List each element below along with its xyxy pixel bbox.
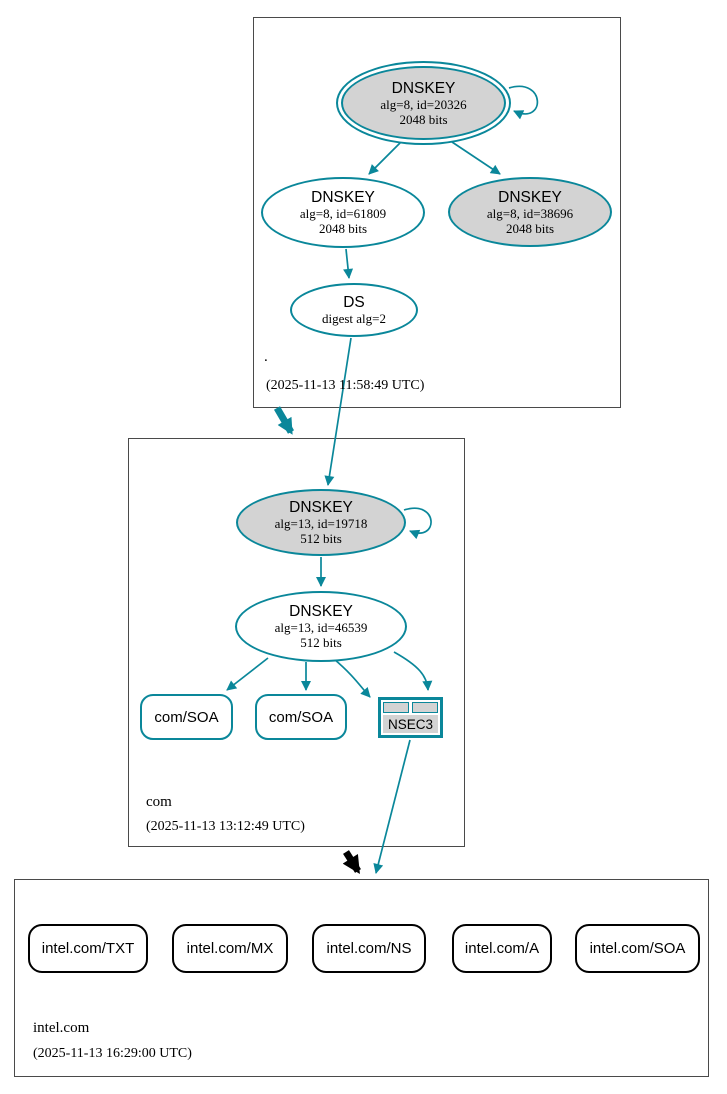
node-root-ksk-inner: DNSKEY alg=8, id=20326 2048 bits (341, 66, 506, 140)
node-detail: 2048 bits (399, 111, 448, 127)
node-detail: alg=8, id=38696 (486, 205, 574, 221)
rrset-label: com/SOA (268, 708, 334, 726)
node-ds-com[interactable]: DS digest alg=2 (290, 283, 418, 337)
node-detail: 2048 bits (505, 220, 555, 236)
node-detail: 512 bits (300, 531, 342, 546)
rrset-label: com/SOA (154, 708, 219, 726)
nsec3-cell-right (412, 702, 438, 713)
rrset-label: intel.com/NS (326, 940, 412, 957)
node-com-ksk-dnskey[interactable]: DNSKEY alg=13, id=19718 512 bits (236, 489, 406, 556)
node-title: DS (343, 294, 365, 311)
node-root-zsk-dnskey[interactable]: DNSKEY alg=8, id=61809 2048 bits (261, 177, 425, 248)
node-title: DNSKEY (498, 188, 562, 206)
zone-label-root: . (264, 349, 268, 365)
zone-timestamp-intel: (2025-11-13 16:29:00 UTC) (33, 1046, 192, 1061)
node-title: DNSKEY (289, 499, 353, 516)
zone-box-root (253, 17, 621, 408)
rrset-intel-ns[interactable]: intel.com/NS (312, 924, 426, 973)
node-nsec3[interactable]: NSEC3 (378, 697, 443, 738)
zone-label-intel: intel.com (33, 1020, 90, 1036)
rrset-com-soa-1[interactable]: com/SOA (140, 694, 233, 740)
node-root-dnskey-38696[interactable]: DNSKEY alg=8, id=38696 2048 bits (448, 177, 612, 247)
node-com-zsk-dnskey[interactable]: DNSKEY alg=13, id=46539 512 bits (235, 591, 407, 662)
node-detail: alg=13, id=46539 (274, 620, 368, 635)
node-detail: alg=13, id=19718 (274, 516, 368, 531)
rrset-intel-txt[interactable]: intel.com/TXT (28, 924, 148, 973)
node-detail: alg=8, id=61809 (299, 206, 387, 221)
nsec3-cell-left (383, 702, 409, 713)
zone-box-intel (14, 879, 709, 1077)
node-title: DNSKEY (311, 189, 375, 206)
zone-timestamp-root: (2025-11-13 11:58:49 UTC) (266, 378, 425, 393)
node-title: DNSKEY (391, 79, 456, 97)
node-root-ksk-dnskey[interactable]: DNSKEY alg=8, id=20326 2048 bits (336, 61, 511, 145)
rrset-intel-mx[interactable]: intel.com/MX (172, 924, 288, 973)
rrset-label: intel.com/A (464, 940, 540, 957)
node-detail: 2048 bits (318, 221, 368, 236)
delegation-arrow-root-to-com (273, 406, 295, 435)
rrset-intel-soa[interactable]: intel.com/SOA (575, 924, 700, 973)
node-detail: 512 bits (300, 635, 342, 650)
zone-label-com: com (146, 794, 172, 810)
rrset-label: intel.com/MX (186, 940, 274, 957)
zone-timestamp-com: (2025-11-13 13:12:49 UTC) (146, 819, 305, 834)
nsec3-label: NSEC3 (383, 715, 438, 733)
nsec3-record-cells (383, 702, 438, 713)
zone-box-com (128, 438, 465, 847)
node-title: DNSKEY (289, 603, 353, 620)
rrset-label: intel.com/SOA (589, 940, 686, 957)
delegation-arrow-com-to-intel (342, 850, 361, 875)
rrset-label: intel.com/TXT (41, 940, 135, 957)
rrset-intel-a[interactable]: intel.com/A (452, 924, 552, 973)
rrset-com-soa-2[interactable]: com/SOA (255, 694, 347, 740)
node-detail: digest alg=2 (321, 311, 387, 326)
node-detail: alg=8, id=20326 (380, 96, 467, 112)
